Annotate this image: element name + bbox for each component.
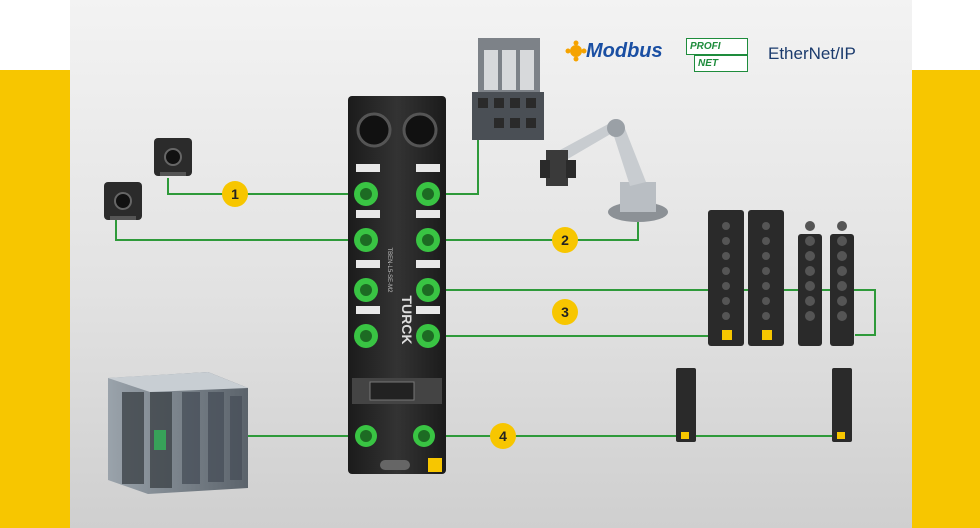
io-module-icon [708,210,854,346]
robot-arm-icon [540,119,668,222]
device-brand-label: TURCK [399,296,415,345]
io-hub-device: TURCK TBEN-L5-SE-M2 [348,96,446,474]
marker-2: 2 [552,227,578,253]
control-cabinet-icon [108,372,248,494]
connection-markers: 1 2 3 4 [222,181,578,449]
line-camera-2 [115,220,352,241]
profinet-logo: PROFI NET [686,38,748,72]
camera-icon [154,138,192,176]
ethernet-ip-logo: EtherNet/IP [768,44,856,63]
line-plc [436,118,479,195]
marker-label: 1 [231,186,239,202]
profinet-logo-line1: PROFI [686,38,748,55]
marker-label: 2 [561,232,569,248]
marker-4: 4 [490,423,516,449]
accent-band-left [0,70,70,528]
plc-icon [472,38,544,140]
modbus-icon [565,40,587,62]
marker-3: 3 [552,299,578,325]
m12-ports [354,164,440,348]
camera-icon [104,182,142,220]
line-io-3a [436,289,876,336]
marker-label: 3 [561,304,569,320]
device-model-label: TBEN-L5-SE-M2 [386,247,392,293]
marker-label: 4 [499,428,507,444]
line-camera-1 [167,178,352,195]
profinet-logo-line2: NET [694,55,748,72]
modbus-logo: Modbus [586,40,663,62]
marker-1: 1 [222,181,248,207]
line-robot [436,222,639,241]
io-module-icon [676,368,852,442]
accent-band-right [912,70,980,528]
